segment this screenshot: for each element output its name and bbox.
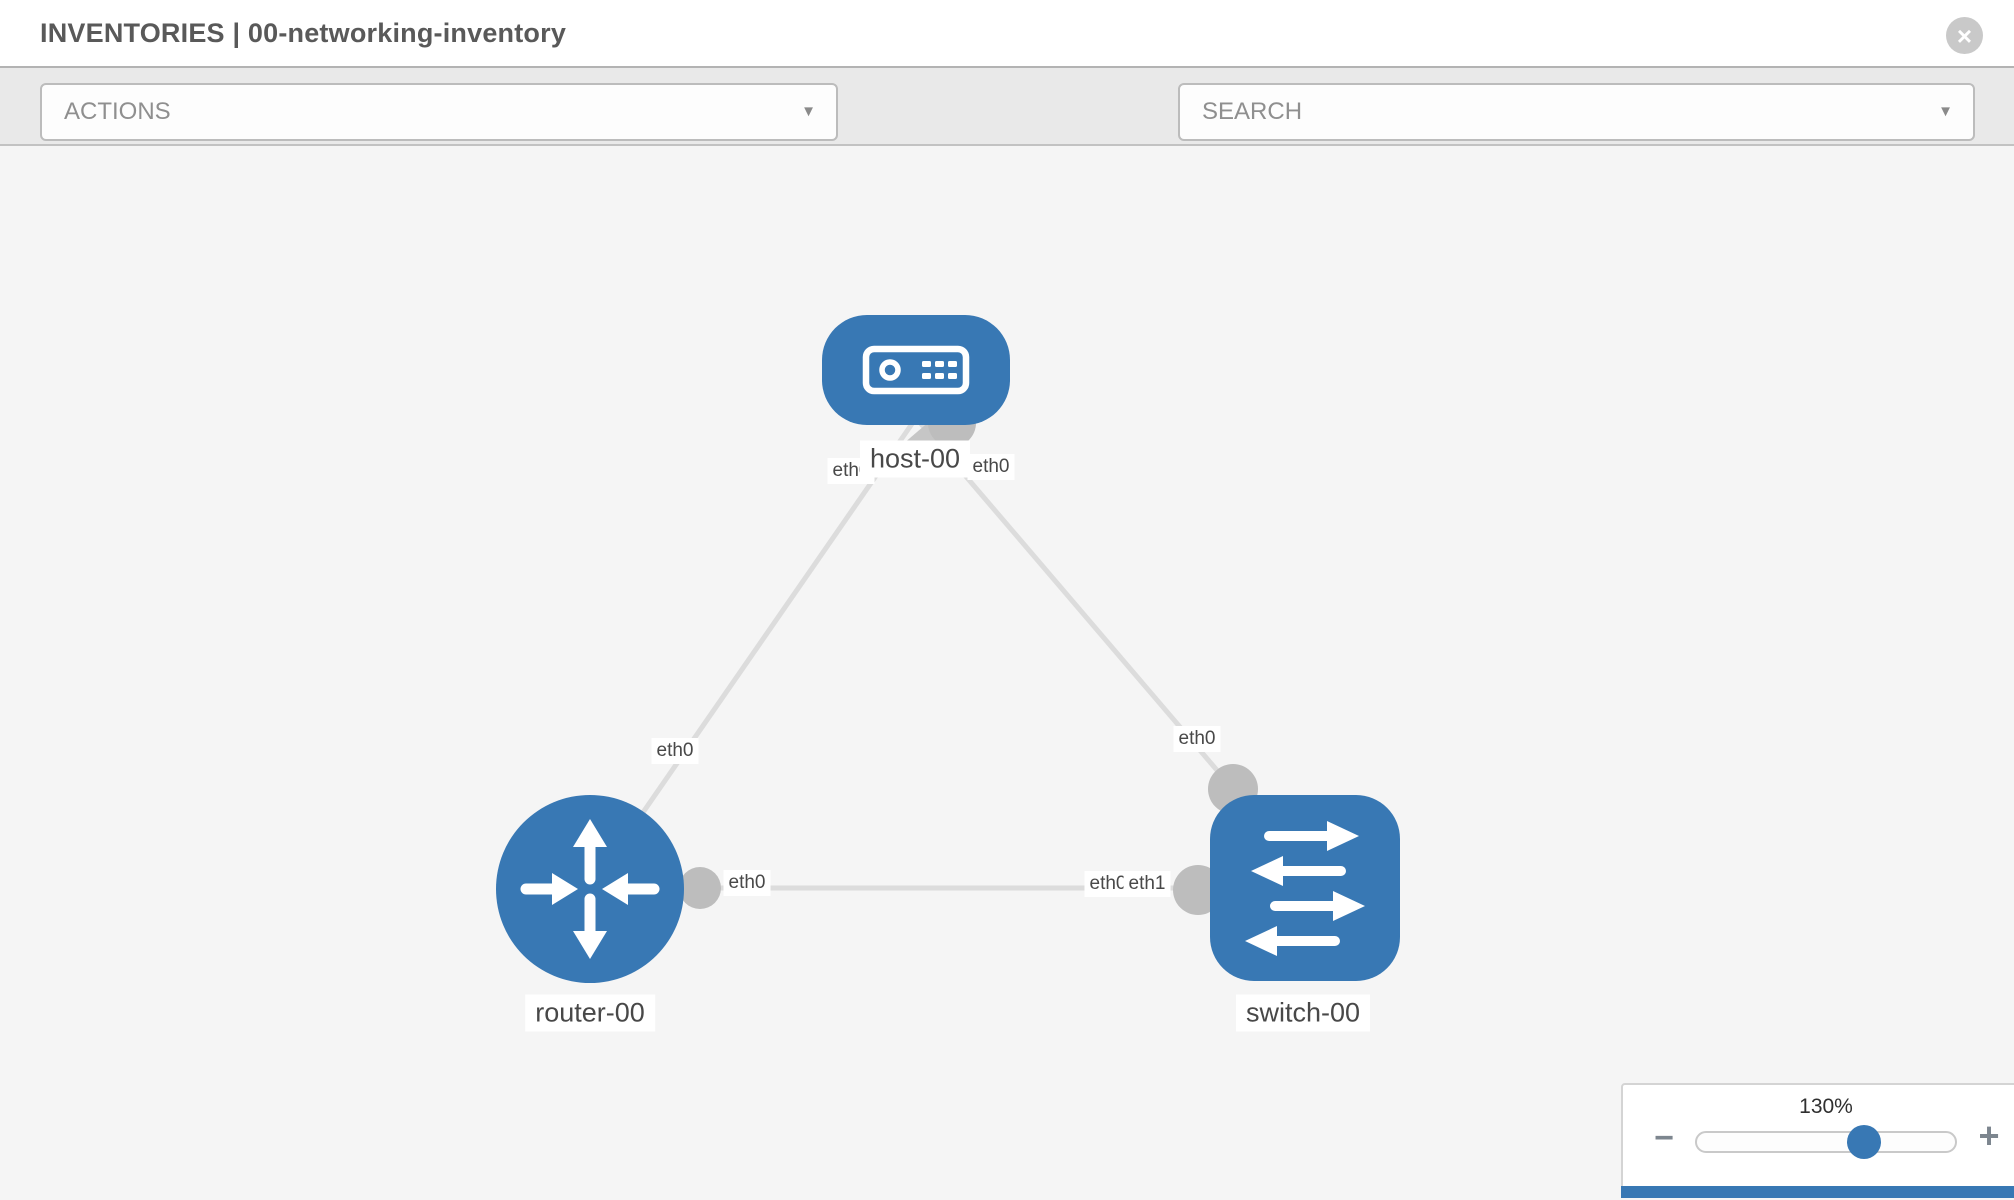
zoom-in-button[interactable]: + [1978,1115,2000,1156]
chevron-down-icon: ▼ [1938,102,1953,120]
close-icon[interactable]: × [1946,17,1983,54]
link-host-router[interactable] [587,416,919,891]
endpoint-router-right[interactable] [679,867,721,909]
interface-label: eth1 [1123,871,1171,897]
interface-label: eth0 [723,870,771,896]
key-panel-button[interactable] [1621,1186,2014,1198]
node-host[interactable] [822,315,1010,425]
toolbar: ACTIONS ▼ SEARCH ▼ [0,68,2014,198]
zoom-widget: 130% − + [1621,1083,2014,1198]
chevron-down-icon: ▼ [801,102,816,120]
node-switch[interactable] [1210,795,1400,981]
actions-dropdown-label: ACTIONS [64,98,171,125]
node-label-router: router-00 [525,994,655,1032]
router-icon [520,819,660,959]
topology-graph [496,315,1400,983]
header: INVENTORIES | 00-networking-inventory × [0,0,2014,68]
page-title: INVENTORIES | 00-networking-inventory [40,17,567,48]
node-router[interactable] [496,795,684,983]
zoom-slider-thumb[interactable] [1847,1125,1881,1159]
node-label-switch: switch-00 [1235,994,1371,1032]
search-dropdown-label: SEARCH [1202,98,1303,125]
switch-icon [1245,821,1365,956]
zoom-level-value: 130% [1799,1095,1853,1118]
search-dropdown[interactable]: SEARCH ▼ [1178,83,1975,141]
node-label-host: host-00 [859,440,971,478]
interface-label: eth0 [1173,726,1221,752]
actions-dropdown[interactable]: ACTIONS ▼ [40,83,838,141]
zoom-slider-track[interactable] [1695,1131,1957,1153]
host-icon [862,345,970,395]
interface-label: eth0 [651,738,699,764]
zoom-out-button[interactable]: − [1654,1119,1674,1157]
topology-canvas[interactable]: eth0 eth0 host-00 eth0 eth0 router-00 et… [0,146,2014,1198]
interface-label: eth0 [967,454,1015,480]
